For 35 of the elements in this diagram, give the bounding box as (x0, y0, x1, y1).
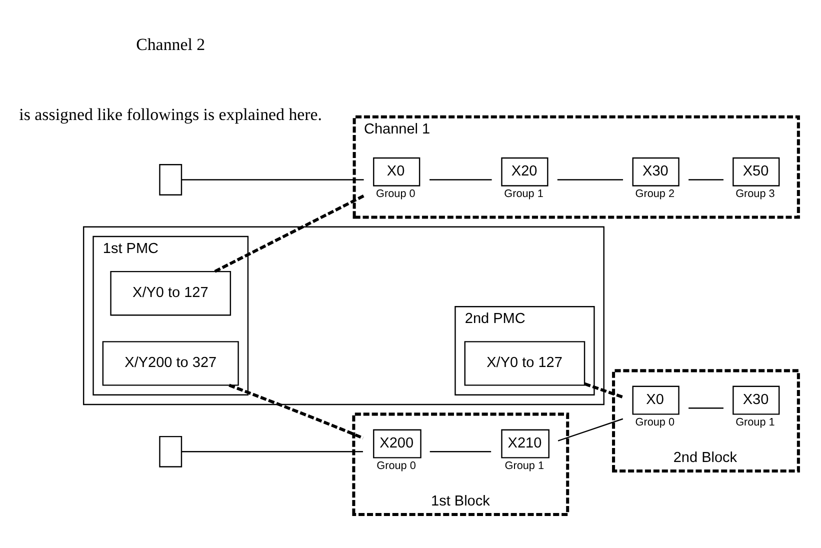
node-box: X0 (373, 157, 420, 186)
node-box (159, 436, 182, 468)
node-box: X20 (501, 157, 548, 186)
node-box (159, 164, 182, 196)
connector (228, 384, 364, 440)
node-box: X/Y0 to 127 (110, 270, 232, 316)
node-box: X30 (632, 157, 680, 186)
connector (182, 179, 364, 180)
connector (688, 408, 724, 409)
node-label: Group 1 (504, 460, 544, 472)
node-box: X30 (732, 386, 780, 415)
node-box: X210 (501, 429, 550, 458)
connector (558, 418, 624, 442)
node-label: Group 1 (504, 188, 544, 200)
node-box: X0 (632, 386, 680, 415)
connector (182, 451, 363, 452)
node-box: X/Y0 to 127 (464, 341, 586, 386)
label: Channel 2 (136, 35, 206, 54)
node-label: Group 3 (736, 188, 775, 200)
connector (430, 179, 492, 180)
node-box: X200 (373, 429, 422, 458)
connector (688, 179, 724, 180)
cluster (82, 226, 604, 406)
node-label: Group 2 (635, 188, 675, 200)
node-label: Group 0 (376, 188, 416, 200)
connector (557, 179, 624, 180)
node-box: X/Y200 to 327 (102, 341, 239, 386)
connector (584, 382, 624, 399)
connector (430, 451, 492, 452)
node-box: X50 (732, 157, 780, 186)
connector (214, 194, 365, 273)
node-label: Group 1 (736, 416, 775, 428)
node-label: Group 0 (635, 416, 675, 428)
label: is assigned like followings is explained here. (19, 105, 322, 124)
node-label: Group 0 (376, 460, 416, 472)
